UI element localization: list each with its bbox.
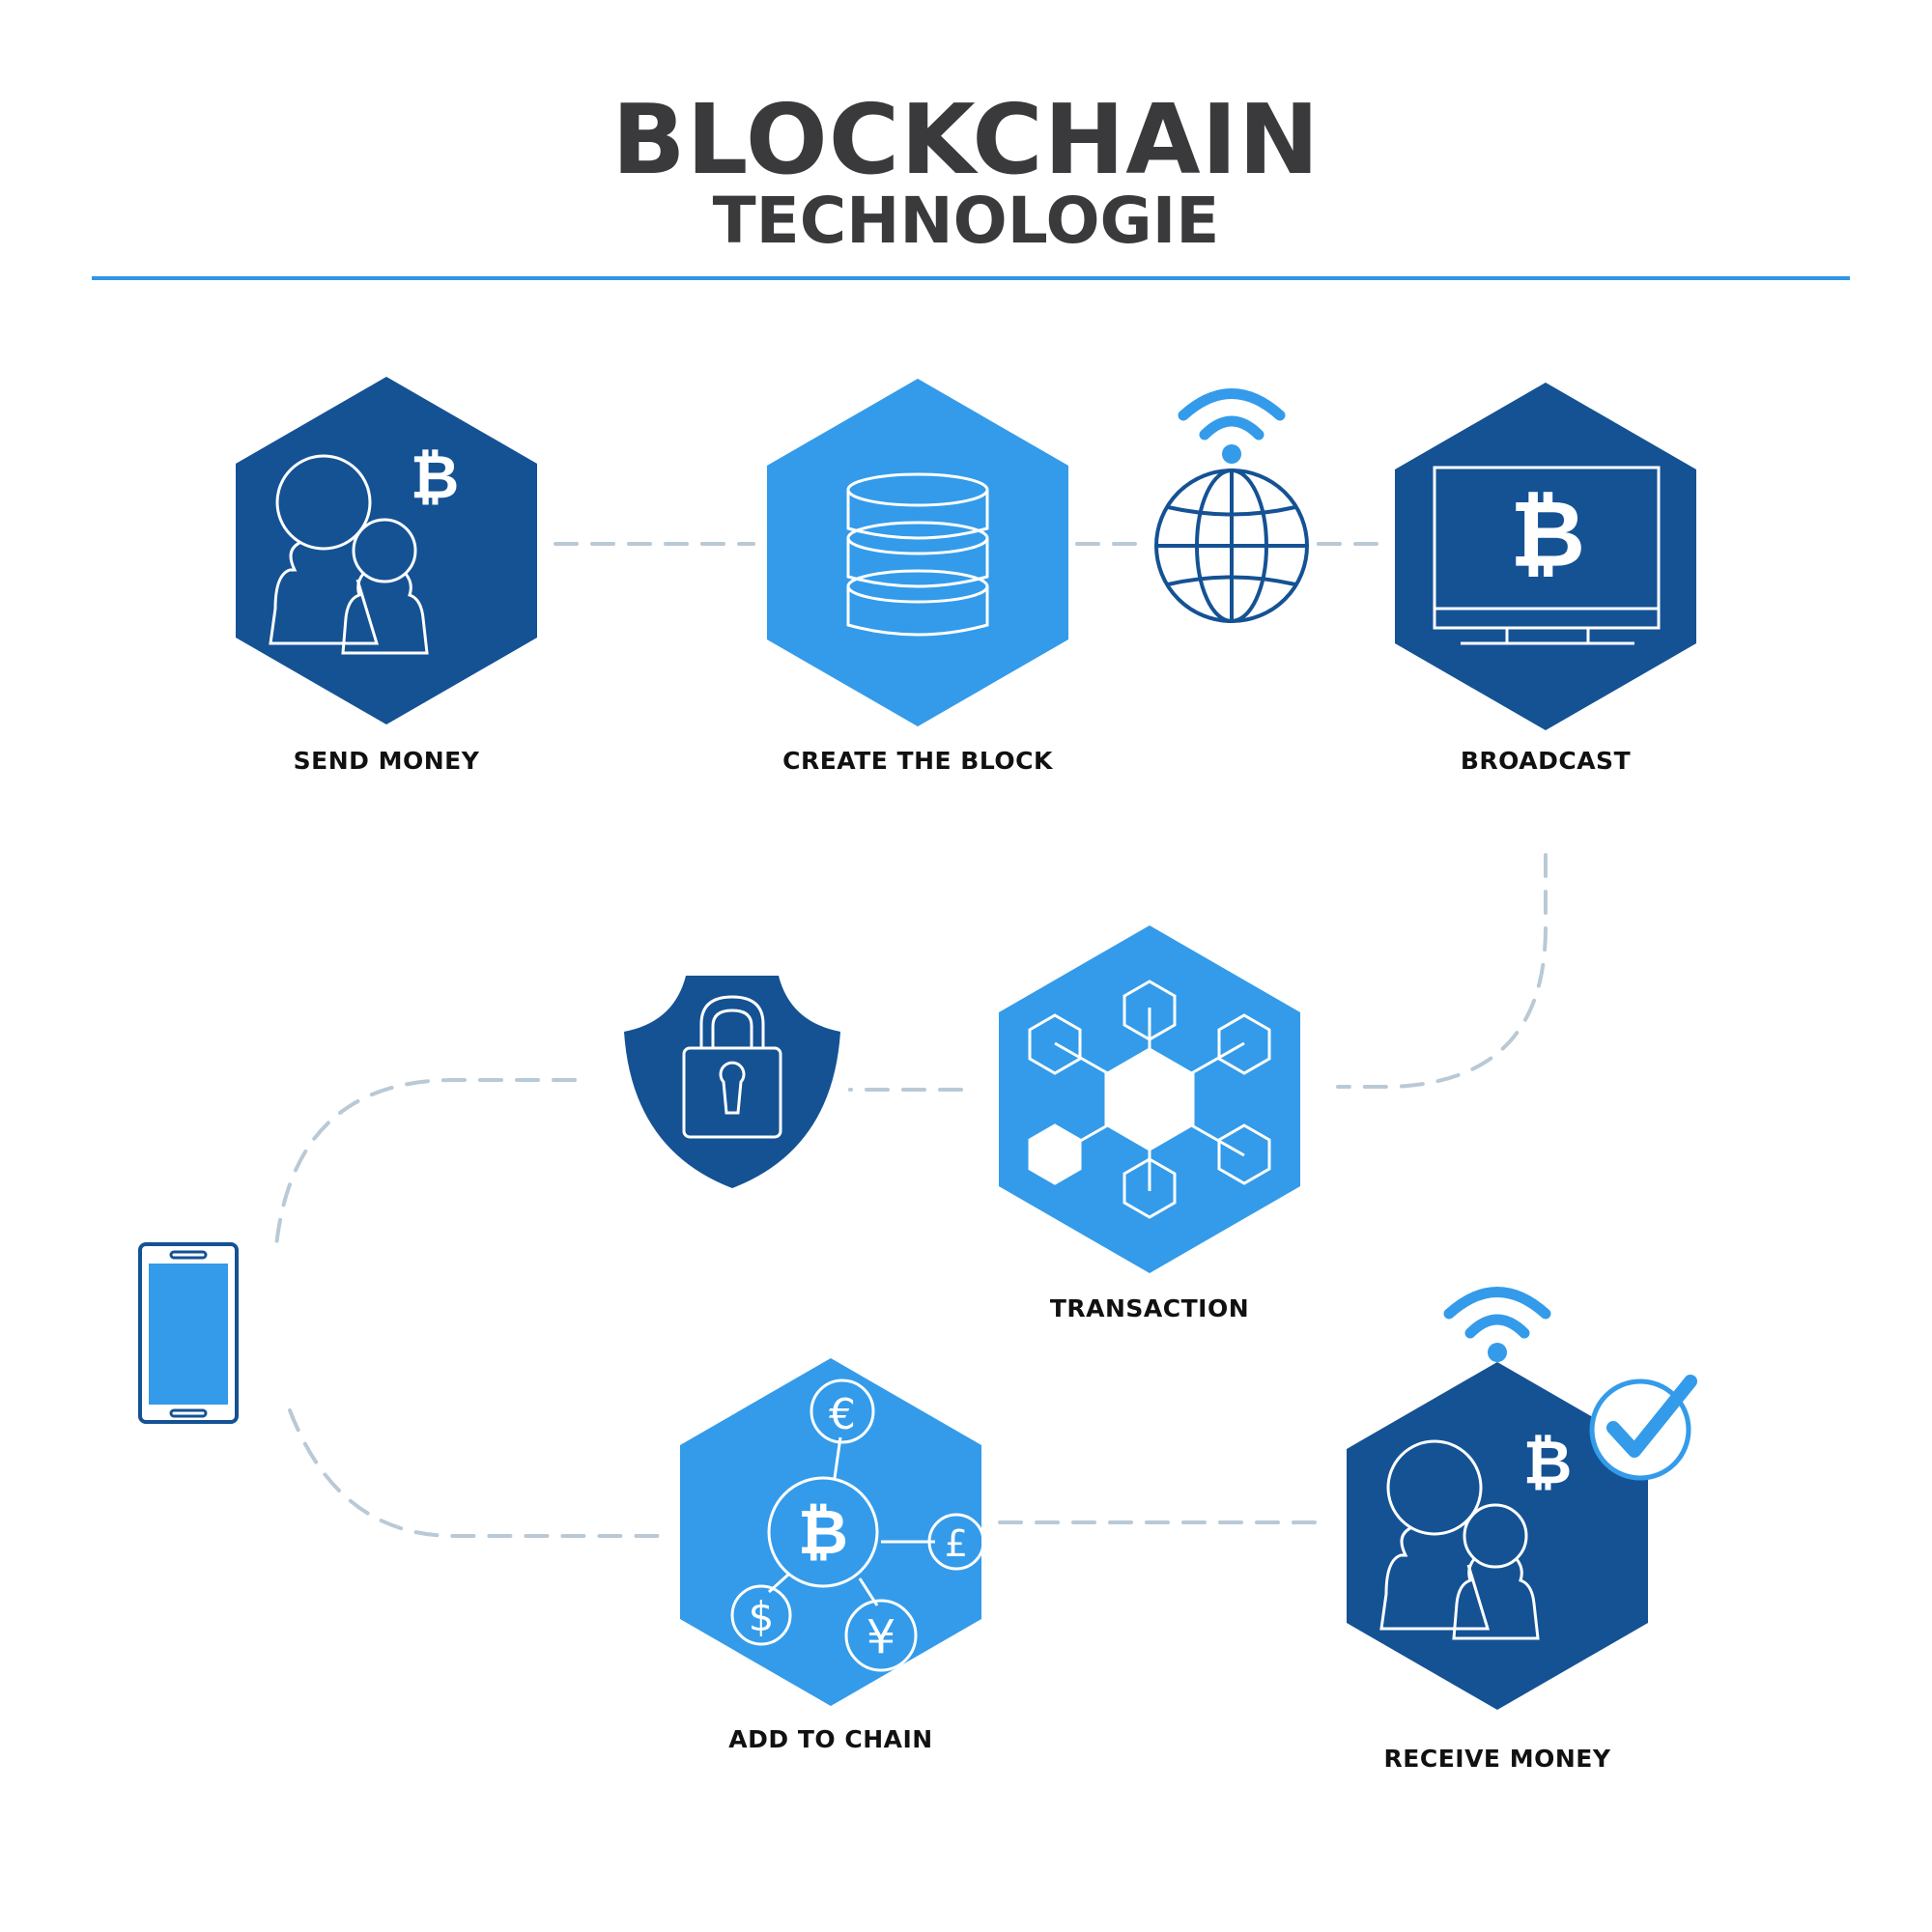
svg-text:₿: ₿ xyxy=(411,441,460,512)
hexagon-network-icon xyxy=(1028,980,1271,1219)
step-receive-money: ₿ xyxy=(1347,1362,1648,1710)
connector-shield-phone xyxy=(273,1078,577,1258)
title-divider xyxy=(92,276,1850,280)
send-money-icon: ₿ xyxy=(269,441,460,655)
label-transaction: TRANSACTION xyxy=(1049,1294,1250,1322)
label-broadcast: BROADCAST xyxy=(1460,747,1632,775)
svg-text:$: $ xyxy=(749,1593,775,1640)
svg-text:₿: ₿ xyxy=(798,1497,848,1569)
label-add-to-chain: ADD TO CHAIN xyxy=(728,1725,933,1753)
svg-text:£: £ xyxy=(945,1522,968,1565)
shield-lock-icon xyxy=(624,976,840,1188)
svg-text:€: € xyxy=(829,1390,856,1439)
page-title: BLOCKCHAIN xyxy=(611,83,1321,196)
svg-text:₿: ₿ xyxy=(1523,1427,1573,1497)
connector-phone-chain xyxy=(288,1408,664,1538)
step-transaction xyxy=(999,925,1300,1273)
page-subtitle: TECHNOLOGIE xyxy=(712,184,1220,258)
hexagon-receive-money xyxy=(1347,1362,1648,1710)
wifi-icon xyxy=(1443,1287,1551,1362)
label-send-money: SEND MONEY xyxy=(293,747,480,775)
hexagon-send-money xyxy=(236,377,537,724)
wifi-icon xyxy=(1178,388,1286,464)
step-send-money: ₿ xyxy=(236,377,537,724)
svg-text:¥: ¥ xyxy=(867,1610,896,1664)
monitor-bitcoin-icon: ₿ xyxy=(1433,466,1661,645)
database-icon xyxy=(846,472,989,637)
globe-icon xyxy=(1154,469,1309,623)
receive-money-icon: ₿ xyxy=(1379,1427,1573,1640)
connectors xyxy=(273,542,1548,1538)
hexagon-add-to-chain xyxy=(680,1358,981,1706)
step-broadcast: ₿ xyxy=(1395,383,1696,730)
smartphone-icon xyxy=(138,1242,239,1424)
label-create-block: CREATE THE BLOCK xyxy=(782,747,1053,775)
label-receive-money: RECEIVE MONEY xyxy=(1383,1745,1611,1773)
currency-network-icon: ₿ € £ $ ¥ xyxy=(730,1378,985,1672)
svg-text:₿: ₿ xyxy=(1510,480,1585,588)
step-add-to-chain: ₿ € £ $ ¥ xyxy=(680,1358,985,1706)
connector-broadcast-transaction xyxy=(1336,853,1548,1089)
step-create-block xyxy=(767,379,1068,726)
check-badge-icon xyxy=(1589,1375,1697,1481)
